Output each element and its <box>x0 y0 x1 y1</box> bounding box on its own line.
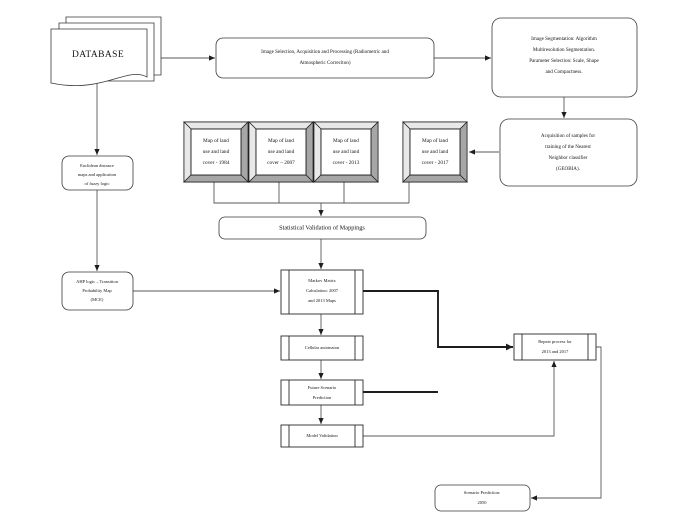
connector-layer <box>94 55 602 501</box>
edge-image-selection-to-segmentation <box>434 55 491 61</box>
scenario-prediction-line-2: 2050 <box>478 500 488 505</box>
future-scenario-line-2: Prediction <box>313 395 332 400</box>
euclidean-line-3: of fuzzy logic <box>85 181 110 186</box>
map-2017-line-1: Map of land <box>422 137 448 144</box>
database-label: DATABASE <box>72 50 124 60</box>
image-segmentation-line-2: Multiresolution Segmentation. <box>533 47 595 53</box>
map-2013-line-2: use and land <box>333 149 360 155</box>
node-repeat-process[interactable]: Repeat process for 2013 and 2017 <box>513 333 597 361</box>
euclidean-line-2: maps and application <box>78 172 117 177</box>
image-selection-line-2: Atmospheric Correciton) <box>299 59 350 66</box>
map-2013-line-1: Map of land <box>333 137 359 144</box>
edge-ahp-to-markov <box>133 288 280 294</box>
node-database[interactable]: DATABASE <box>50 16 162 87</box>
edge-statistical-validation-to-markov <box>318 239 324 269</box>
geobia-line-1: Acquisition of samples for <box>541 132 595 139</box>
map-2017-line-2: use and land <box>422 149 449 155</box>
ahp-line-1: AHP logic – Transition <box>76 279 118 284</box>
repeat-process-line-2: 2013 and 2017 <box>542 349 569 354</box>
cellular-automaton-label: Cellular automaton <box>305 345 340 350</box>
node-markov-matrix[interactable]: Markov Matrix Calculation: 2007 and 2013… <box>280 269 364 315</box>
map-2013-line-3: cover - 2013 <box>333 160 360 166</box>
map-2007-line-1: Map of land <box>268 137 294 144</box>
image-segmentation-line-4: and Compactness. <box>545 69 582 75</box>
map-1984-line-3: cover - 1984 <box>203 160 230 166</box>
edge-markov-to-cellular-automaton <box>318 314 324 335</box>
markov-line-2: Calculation: 2007 <box>306 288 339 293</box>
node-map-2013[interactable]: Map of land use and land cover - 2013 <box>313 121 379 183</box>
node-euclidean-distance[interactable]: Euclidean distance maps and application … <box>61 155 134 191</box>
image-selection-line-1: Image Selection, Acquisition and Process… <box>261 48 389 55</box>
node-map-2017[interactable]: Map of land use and land cover - 2017 <box>402 121 468 183</box>
edge-repeat-process-to-scenario-prediction <box>531 346 602 501</box>
map-1984-line-2: use and land <box>203 149 230 155</box>
node-map-1984[interactable]: Map of land use and land cover - 1984 <box>183 121 249 183</box>
edge-future-scenario-to-model-validation <box>318 405 324 424</box>
markov-line-3: and 2013 Maps <box>308 298 336 303</box>
euclidean-line-1: Euclidean distance <box>80 163 114 168</box>
image-segmentation-line-1: Image Segmentation: Algorithm <box>531 36 597 42</box>
scenario-prediction-line-1: Scenario Prediction: <box>464 490 501 495</box>
edge-bracket-to-repeat-process <box>363 290 513 393</box>
edge-cellular-automaton-to-future-scenario <box>318 360 324 379</box>
node-model-validation[interactable]: Model Validation <box>280 424 364 448</box>
geobia-line-2: training of the Nearest <box>545 143 591 150</box>
node-geobia[interactable]: Acquisition of samples for training of t… <box>499 118 638 187</box>
markov-line-1: Markov Matrix <box>308 278 336 283</box>
map-2007-line-3: cover – 2007 <box>267 160 295 166</box>
edge-geobia-to-map-2017 <box>469 149 499 155</box>
edge-model-validation-to-repeat-process <box>363 361 557 437</box>
model-validation-label: Model Validation <box>306 433 338 438</box>
node-future-scenario-prediction[interactable]: Future Scenario Prediction <box>280 379 364 406</box>
map-1984-line-1: Map of land <box>203 137 229 144</box>
image-segmentation-line-3: Parameter Selection: Scale, Shape <box>529 58 599 64</box>
edge-segmentation-to-geobia <box>561 97 567 118</box>
future-scenario-line-1: Future Scenario <box>308 385 337 390</box>
node-map-2007[interactable]: Map of land use and land cover – 2007 <box>248 121 314 183</box>
node-image-selection[interactable]: Image Selection, Acquisition and Process… <box>215 37 435 79</box>
node-cellular-automaton[interactable]: Cellular automaton <box>280 335 364 361</box>
edge-euclidean-to-ahp <box>94 190 100 271</box>
ahp-line-2: Probability Map <box>82 288 112 293</box>
edge-database-to-euclidean <box>94 83 100 155</box>
statistical-validation-label: Statistical Validation of Mappings <box>279 224 365 231</box>
edge-maps-to-statistical-validation <box>213 182 410 216</box>
geobia-line-4: (GEOBIA). <box>556 165 580 172</box>
ahp-line-3: (MCE) <box>91 297 104 302</box>
node-image-segmentation[interactable]: Image Segmentation: Algorithm Multiresol… <box>491 17 638 98</box>
map-2007-line-2: use and land <box>268 149 295 155</box>
node-scenario-prediction-2050[interactable]: Scenario Prediction: 2050 <box>434 484 531 512</box>
repeat-process-line-1: Repeat process for <box>538 339 572 344</box>
node-statistical-validation[interactable]: Statistical Validation of Mappings <box>218 216 427 240</box>
map-2017-line-3: cover - 2017 <box>422 160 449 166</box>
geobia-line-3: Neighbor classifier <box>549 154 588 161</box>
node-ahp[interactable]: AHP logic – Transition Probability Map (… <box>61 271 134 311</box>
